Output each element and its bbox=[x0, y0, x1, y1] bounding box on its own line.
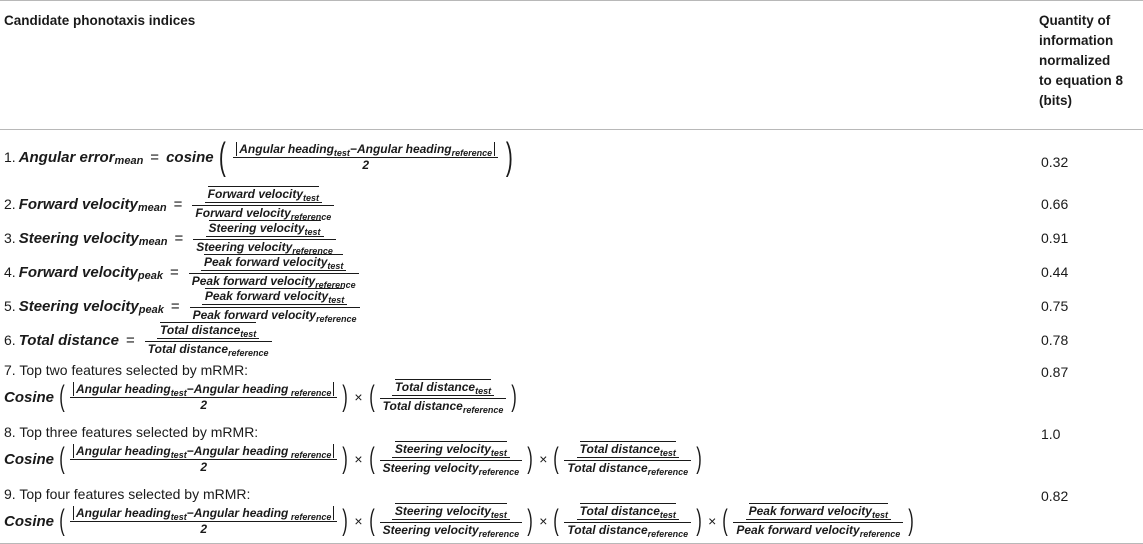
row-value: 0.82 bbox=[1041, 488, 1069, 504]
fraction: Angular headingtest−Angular heading refe… bbox=[70, 506, 338, 536]
row-value: 0.91 bbox=[1041, 230, 1069, 246]
row-value: 0.87 bbox=[1041, 364, 1069, 380]
table-row: 8. Top three features selected by mRMR: … bbox=[4, 424, 704, 477]
fraction: Steering velocitytest Steering velocityr… bbox=[379, 441, 523, 477]
fraction: Total distancetest Total distancereferen… bbox=[379, 379, 507, 415]
fraction: Angular headingtest−Angular headingrefer… bbox=[233, 142, 499, 172]
row-value: 1.0 bbox=[1041, 426, 1061, 442]
row-label: 9. Top four features selected by mRMR: bbox=[4, 486, 251, 502]
equation-lhs-subscript: mean bbox=[137, 202, 167, 214]
cosine-function: Cosine bbox=[4, 450, 55, 468]
table-row: 9. Top four features selected by mRMR: C… bbox=[4, 486, 916, 539]
row-number: 2. bbox=[4, 196, 16, 212]
equation-lhs: Forward velocity bbox=[18, 263, 138, 281]
fraction: Total distancetest Total distancereferen… bbox=[564, 503, 692, 539]
row-value: 0.75 bbox=[1041, 298, 1069, 314]
equals-sign: = bbox=[174, 229, 184, 247]
fraction: Peak forward velocitytest Peak forward v… bbox=[189, 288, 360, 324]
row-number: 4. bbox=[4, 264, 16, 280]
times-sign: × bbox=[354, 451, 363, 467]
equals-sign: = bbox=[126, 331, 135, 349]
times-sign: × bbox=[708, 513, 717, 529]
top-rule bbox=[0, 0, 1143, 1]
header-quantity-information: Quantity of information normalized to eq… bbox=[1039, 13, 1123, 108]
equation-lhs-subscript: peak bbox=[137, 270, 163, 282]
cosine-function: cosine bbox=[166, 148, 214, 166]
equation-lhs: Forward velocity bbox=[18, 195, 138, 213]
cosine-function: Cosine bbox=[4, 388, 55, 406]
equals-sign: = bbox=[170, 297, 180, 315]
row-label: 8. Top three features selected by mRMR: bbox=[4, 424, 259, 440]
row-value: 0.66 bbox=[1041, 196, 1069, 212]
fraction: Angular headingtest−Angular heading refe… bbox=[70, 382, 338, 412]
open-paren: ( bbox=[218, 136, 226, 178]
close-paren: ) bbox=[506, 136, 513, 178]
row-number: 3. bbox=[4, 230, 16, 246]
equation-lhs: Steering velocity bbox=[18, 229, 139, 247]
header-candidate-indices: Candidate phonotaxis indices bbox=[4, 13, 196, 28]
equals-sign: = bbox=[150, 148, 160, 166]
cosine-function: Cosine bbox=[4, 512, 55, 530]
fraction: Peak forward velocitytest Peak forward v… bbox=[733, 503, 904, 539]
row-number: 5. bbox=[4, 298, 16, 314]
row-number: 1. bbox=[4, 149, 16, 165]
fraction: Angular headingtest−Angular heading refe… bbox=[70, 444, 338, 474]
fraction: Forward velocitytest Forward velocityref… bbox=[192, 186, 335, 222]
fraction: Total distancetest Total distancereferen… bbox=[564, 441, 692, 477]
row-number: 6. bbox=[4, 332, 16, 348]
row-value: 0.78 bbox=[1041, 332, 1069, 348]
times-sign: × bbox=[539, 513, 548, 529]
times-sign: × bbox=[539, 451, 548, 467]
equation-lhs: Angular error bbox=[18, 148, 115, 166]
row-label: 7. Top two features selected by mRMR: bbox=[4, 362, 249, 378]
equation-lhs: Total distance bbox=[18, 331, 119, 349]
table-row: 6. Total distance = Total distancetest T… bbox=[4, 322, 275, 358]
equals-sign: = bbox=[169, 263, 179, 281]
equals-sign: = bbox=[173, 195, 183, 213]
fraction: Total distancetest Total distancereferen… bbox=[144, 322, 272, 358]
equation-lhs-subscript: mean bbox=[114, 155, 144, 167]
table-row: 7. Top two features selected by mRMR: Co… bbox=[4, 362, 519, 415]
equation-lhs: Steering velocity bbox=[18, 297, 139, 315]
fraction: Peak forward velocitytest Peak forward v… bbox=[188, 254, 359, 290]
fraction: Steering velocitytest Steering velocityr… bbox=[379, 503, 523, 539]
row-value: 0.32 bbox=[1041, 154, 1069, 170]
equation-lhs-subscript: mean bbox=[138, 236, 168, 248]
times-sign: × bbox=[354, 513, 363, 529]
equation-lhs-subscript: peak bbox=[138, 304, 164, 316]
fraction: Steering velocitytest Steering velocityr… bbox=[193, 220, 336, 256]
header-rule bbox=[0, 129, 1143, 130]
times-sign: × bbox=[354, 389, 363, 405]
row-value: 0.44 bbox=[1041, 264, 1069, 280]
